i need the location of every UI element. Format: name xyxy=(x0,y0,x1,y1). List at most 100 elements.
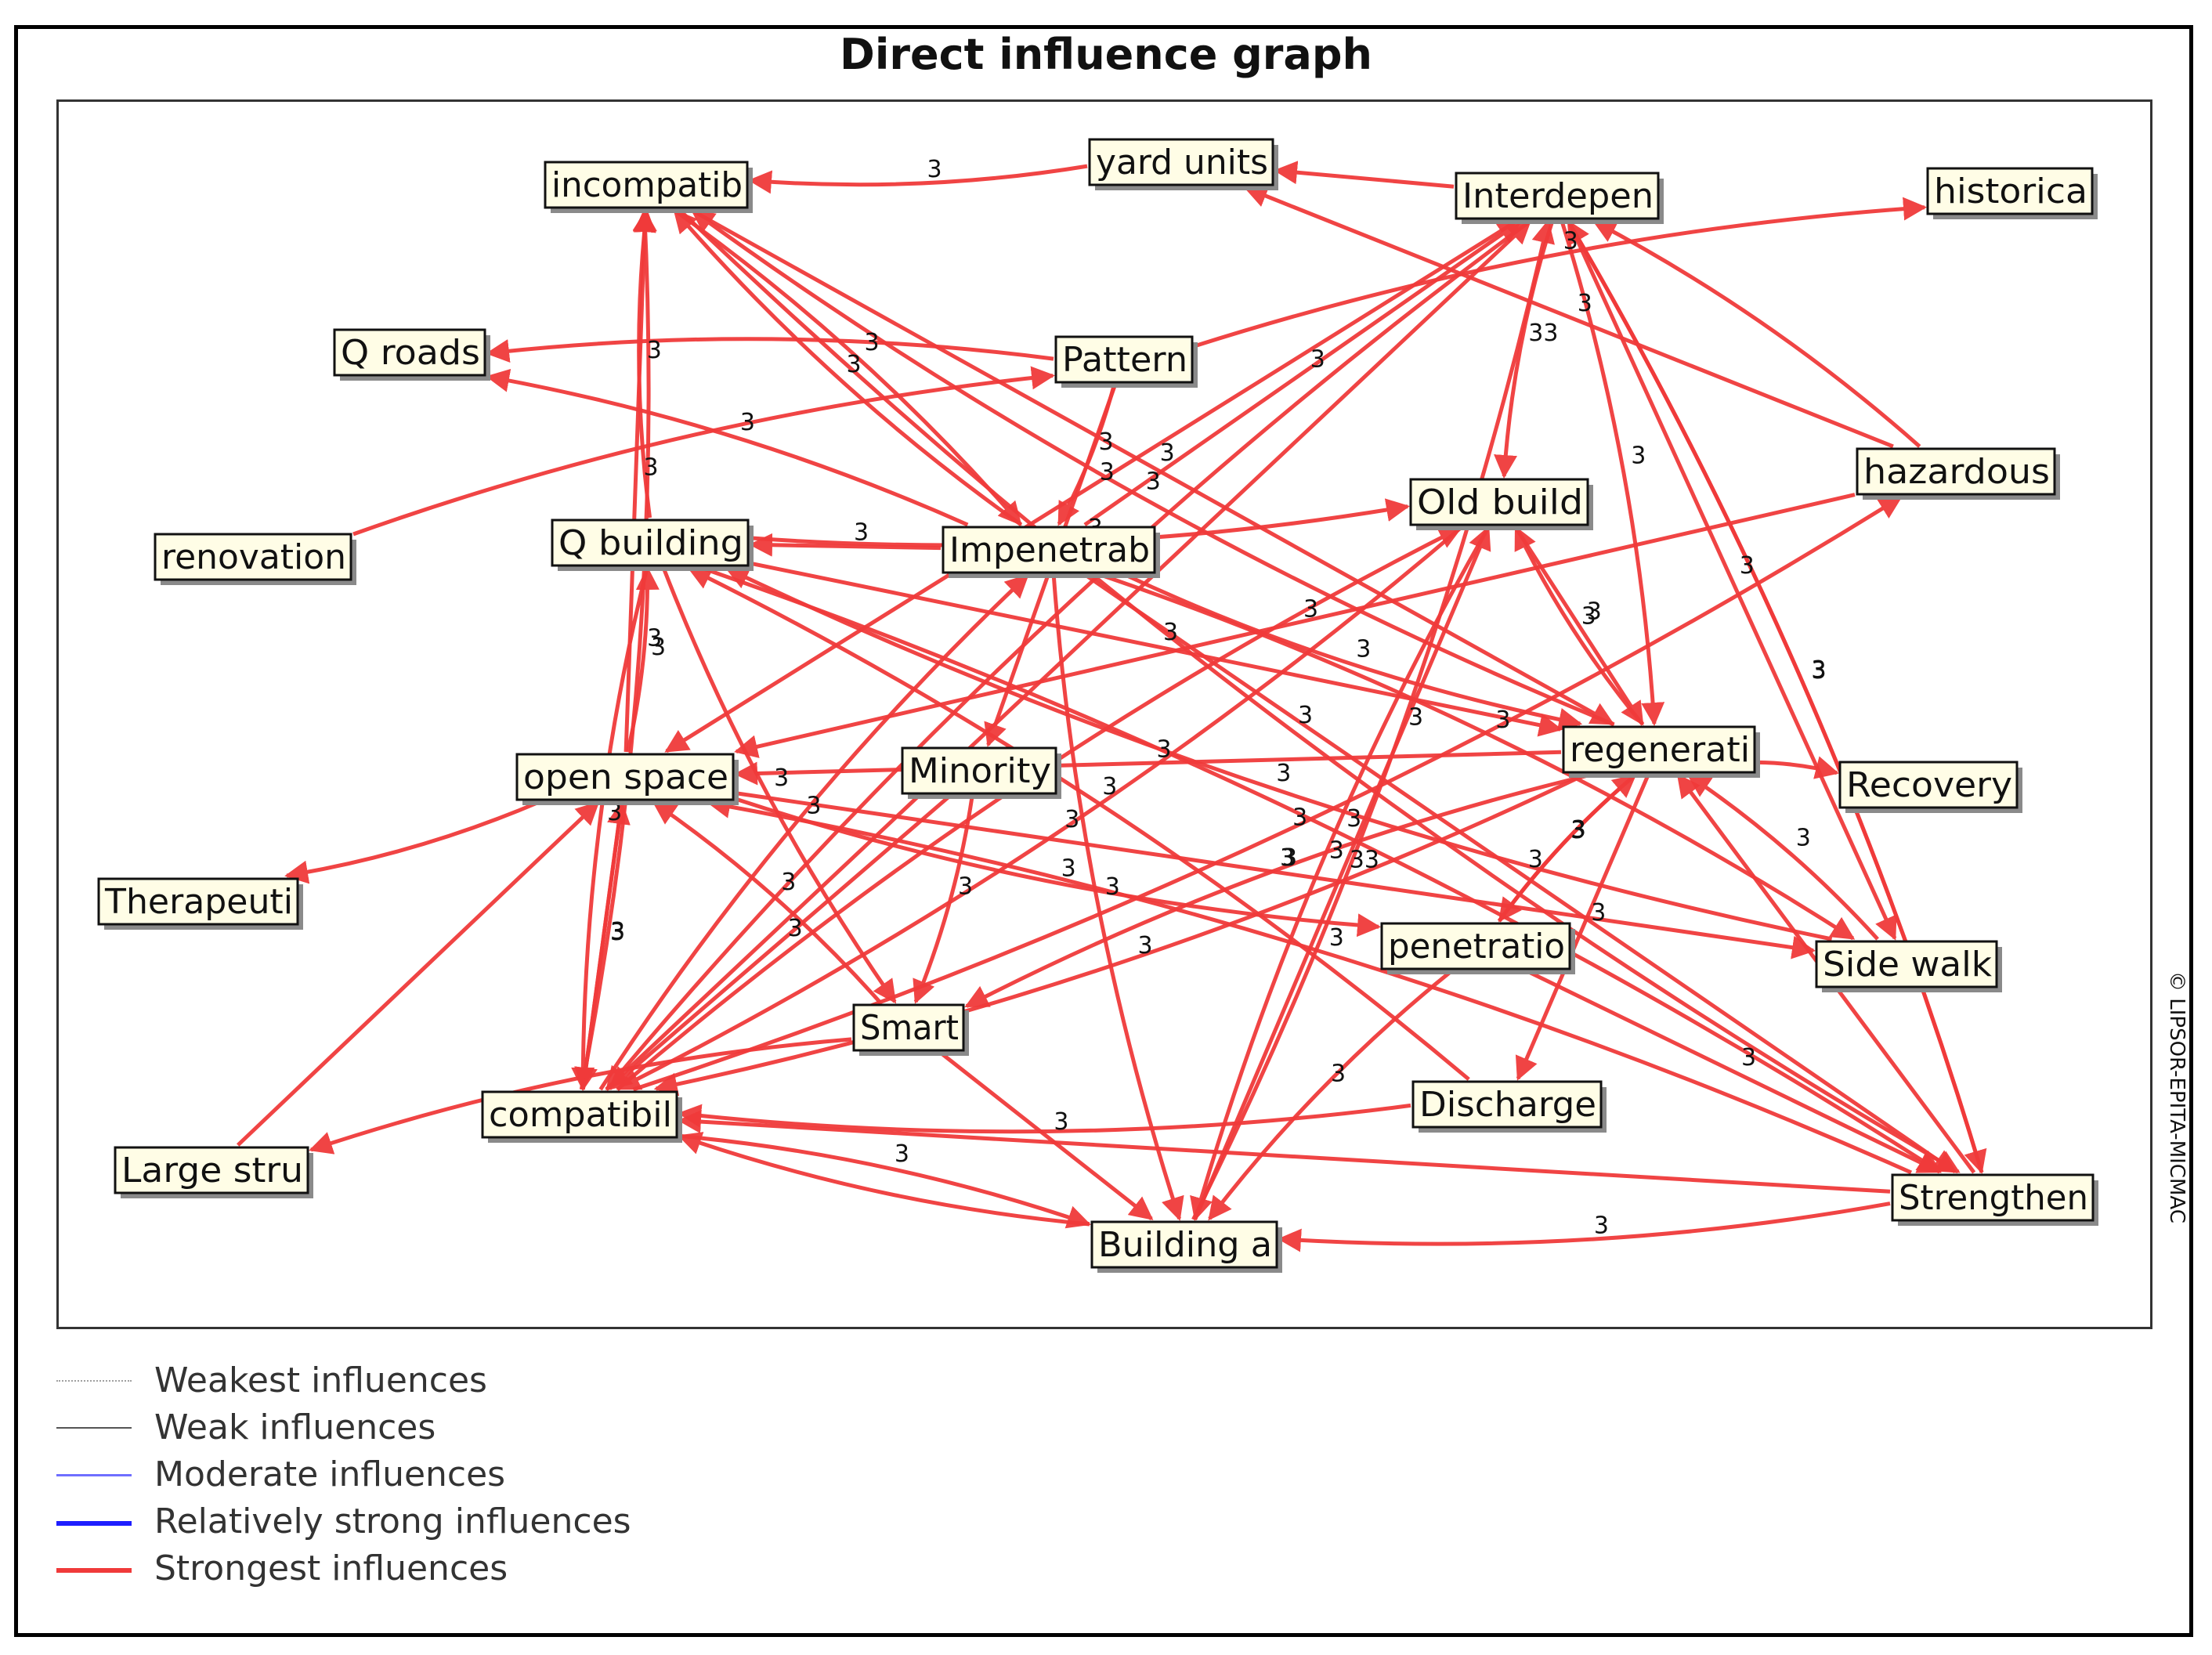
outer-frame xyxy=(14,25,2193,1637)
node-openspace: open space xyxy=(515,753,739,805)
legend-item: Relatively strong influences xyxy=(56,1500,761,1547)
edge-strengthen-to-compatibil xyxy=(678,1110,1891,1194)
node-label: open space xyxy=(523,757,728,797)
node-hazardous: hazardous xyxy=(1856,447,2060,500)
node-pattern: Pattern xyxy=(1054,335,1198,388)
node-label: regenerati xyxy=(1570,730,1750,770)
edge-weight-label: 3 xyxy=(1578,290,1592,317)
legend-swatch xyxy=(56,1521,132,1526)
watermark-text: © LIPSOR-EPITA-MICMAC xyxy=(2165,971,2189,1223)
edge-smart-to-openspace xyxy=(652,800,882,1004)
legend-swatch xyxy=(56,1568,132,1573)
legend-item: Moderate influences xyxy=(56,1453,761,1500)
edge-compatibil-to-incompatib xyxy=(579,208,657,1090)
edge-minority-to-smart xyxy=(913,795,974,1004)
edge-impenetrab-to-interdep xyxy=(1083,219,1523,527)
legend-item: Weakest influences xyxy=(56,1359,761,1406)
edge-interdep-to-sidewalk xyxy=(1567,219,1897,941)
edge-minority-to-compatibil xyxy=(608,794,952,1090)
edge-interdep-to-regenerat xyxy=(1560,220,1665,726)
node-box xyxy=(1054,335,1194,384)
page-title: Direct influence graph xyxy=(840,30,1372,79)
edge-regenerat-to-compatibil xyxy=(653,772,1586,1097)
node-box xyxy=(515,753,735,801)
legend-item: Weak influences xyxy=(56,1406,761,1453)
edge-weight-label: 3 xyxy=(1331,1061,1346,1088)
edge-weight-label: 3 xyxy=(1138,932,1153,959)
legend-label: Weak influences xyxy=(154,1407,436,1447)
edge-pattern-to-qroads xyxy=(486,337,1054,363)
edge-weight-label: 3 xyxy=(806,793,821,820)
edge-weight-label: 3 xyxy=(1812,657,1827,685)
edge-building-to-interdep xyxy=(1191,219,1555,1221)
node-box xyxy=(1562,725,1756,774)
node-qroads: Q roads xyxy=(333,328,490,381)
edge-weight-label: 3 xyxy=(1528,846,1543,873)
edge-interdep-to-openspace xyxy=(664,219,1519,753)
edge-weight-label: 3 xyxy=(1570,817,1585,844)
node-compatibil: compatibil xyxy=(481,1090,682,1143)
legend-label: Weakest influences xyxy=(154,1360,487,1400)
edge-weight-label: 3 xyxy=(1571,816,1586,844)
edge-weight-label: 3 xyxy=(1157,735,1172,763)
edge-weight-label: 3 xyxy=(927,156,942,183)
edge-impenetrab-to-qroads xyxy=(486,368,969,527)
edge-sidewalk-to-regenerat xyxy=(1686,773,1879,941)
legend-swatch xyxy=(56,1427,132,1429)
edge-largestru-to-openspace xyxy=(236,800,600,1147)
node-box xyxy=(544,161,749,209)
edge-penetratio-to-strengthen xyxy=(1526,969,1942,1174)
edge-regenerat-to-recovery xyxy=(1756,756,1839,779)
edge-incompatib-to-impenetrab xyxy=(672,208,1022,526)
node-label: Q roads xyxy=(341,333,480,373)
edge-weight-label: 3 xyxy=(1587,598,1602,626)
node-historica: historica xyxy=(1926,167,2098,219)
node-renovation: renovation xyxy=(154,533,356,585)
edge-weight-label: 3 xyxy=(610,919,625,946)
edge-pattern-to-historica xyxy=(1194,197,1927,349)
node-label: Recovery xyxy=(1846,765,2012,805)
edge-yard-to-incompatib xyxy=(748,164,1088,194)
node-label: compatibil xyxy=(489,1095,672,1135)
node-label: Q building xyxy=(558,523,743,563)
copyright-watermark: © LIPSOR-EPITA-MICMAC xyxy=(2165,971,2189,1332)
edge-weight-label: 3 xyxy=(1064,806,1079,833)
node-box xyxy=(1891,1173,2095,1222)
node-oldbuild: Old build xyxy=(1409,478,1593,530)
node-box xyxy=(551,519,750,567)
node-box xyxy=(942,526,1156,574)
edge-incompatib-to-regenerat xyxy=(690,208,1615,726)
edge-weight-label: 3 xyxy=(1740,552,1755,580)
node-impenetrab: Impenetrab xyxy=(942,526,1160,578)
legend-swatch xyxy=(56,1380,132,1382)
edge-weight-label: 3 xyxy=(1495,706,1510,734)
edge-weight-label: 3 xyxy=(1594,1212,1609,1240)
node-box xyxy=(1090,1220,1278,1269)
edge-regenerat-to-oldbuild xyxy=(1514,526,1645,726)
edge-discharge-to-compatibil xyxy=(678,1103,1411,1134)
edge-strengthen-to-interdep xyxy=(1567,219,1984,1173)
edge-oldbuild-to-compatibil xyxy=(616,526,1463,1091)
edge-penetratio-to-regenerat xyxy=(1497,774,1637,923)
edge-weight-label: 3 xyxy=(1563,227,1578,255)
node-box xyxy=(1926,167,2094,215)
edge-weight-label: 3 xyxy=(740,409,755,436)
edge-qbuilding-to-strengthen xyxy=(700,566,1942,1174)
node-label: penetratio xyxy=(1388,927,1565,967)
edge-weight-label: 3 xyxy=(647,624,662,652)
graph-frame xyxy=(56,99,2152,1329)
edge-weight-label: 3 xyxy=(607,799,622,826)
node-label: Minority xyxy=(909,751,1051,791)
edge-weight-label: 3 xyxy=(958,873,973,901)
edge-weight-label: 3 xyxy=(610,918,625,945)
edge-impenetrab-to-incompatib xyxy=(673,208,1023,527)
edge-compatibil-to-hazardous xyxy=(632,495,1903,1092)
edge-weight-label: 33 xyxy=(1350,847,1379,874)
edge-weight-label: 3 xyxy=(1282,844,1297,872)
node-label: hazardous xyxy=(1863,452,2050,492)
edge-weight-label: 3 xyxy=(847,351,862,378)
edge-weight-label: 3 xyxy=(1310,346,1325,374)
